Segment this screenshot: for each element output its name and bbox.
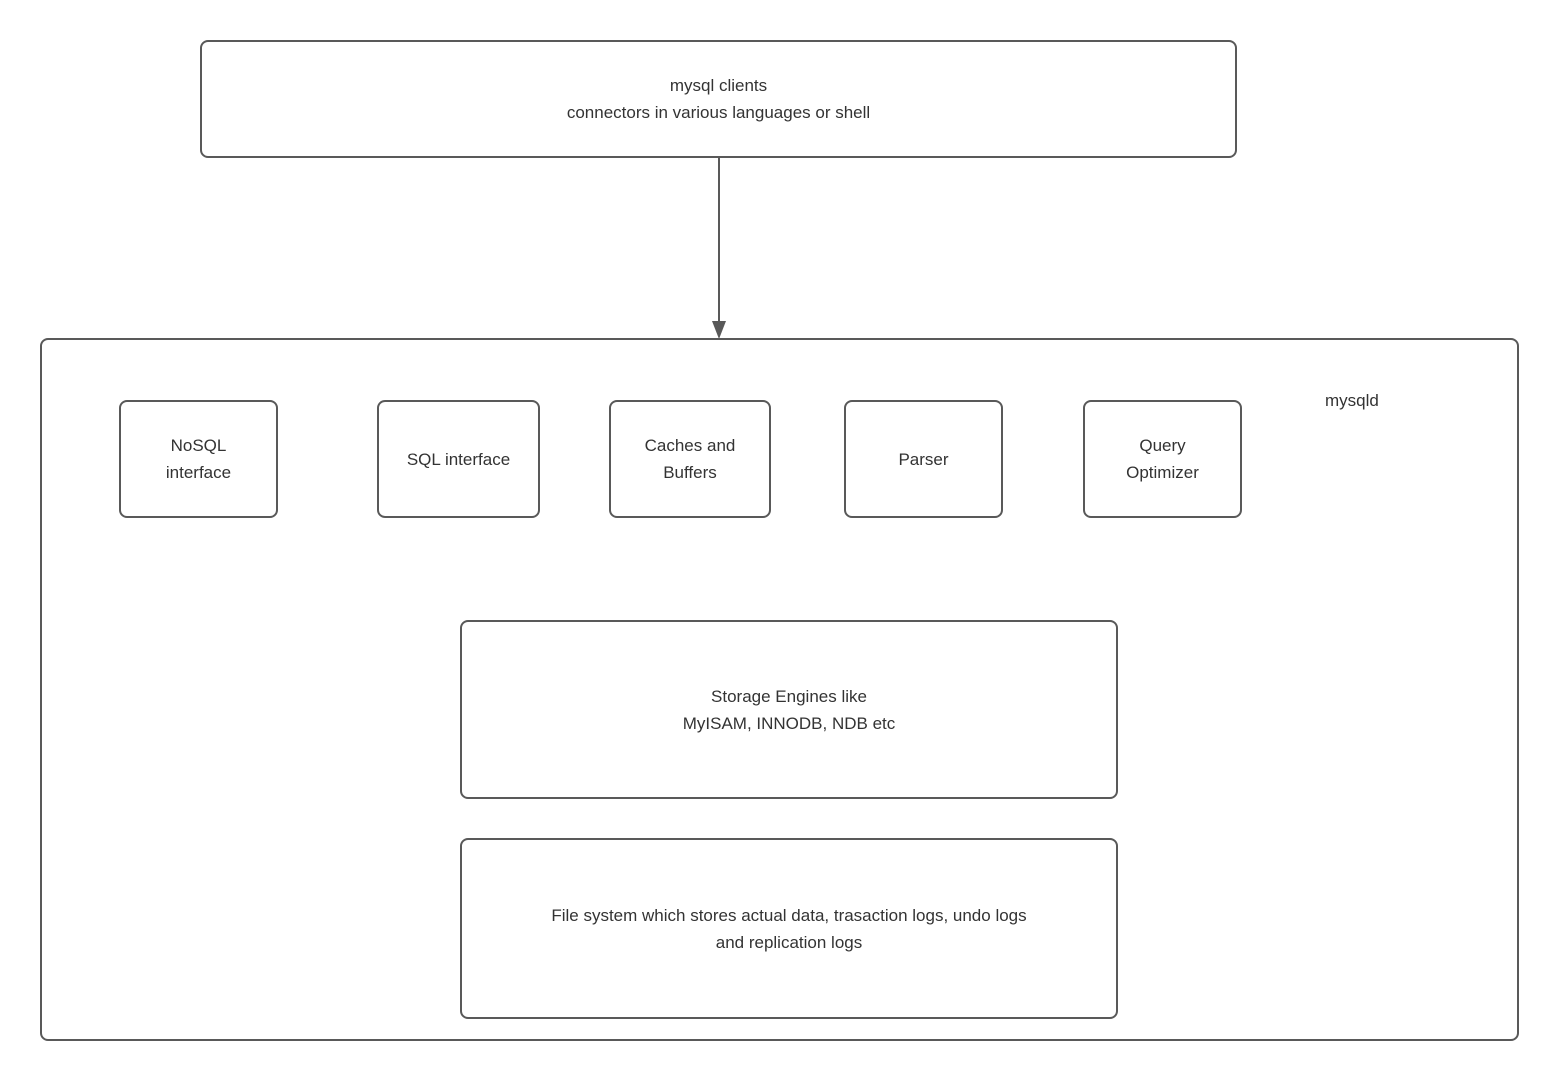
component-box-caches-and-buffers: Caches and Buffers <box>609 400 771 518</box>
file-system-box: File system which stores actual data, tr… <box>460 838 1118 1019</box>
component-label-query-optimizer: Query Optimizer <box>1126 436 1199 482</box>
component-label-nosql-interface: NoSQL interface <box>165 436 232 482</box>
mysqld-label: mysqld <box>1325 391 1379 410</box>
file-system-label: File system which stores actual data, tr… <box>551 905 1027 952</box>
storage-engines-box: Storage Engines like MyISAM, INNODB, NDB… <box>460 620 1118 799</box>
component-label-parser: Parser <box>898 449 949 469</box>
component-box-parser: Parser <box>844 400 1003 518</box>
clients-box: mysql clients connectors in various lang… <box>200 40 1237 158</box>
clients-box-label: mysql clients connectors in various lang… <box>566 76 871 122</box>
component-box-nosql-interface: NoSQL interface <box>119 400 278 518</box>
component-label-sql-interface: SQL interface <box>406 449 511 469</box>
storage-engines-label: Storage Engines like MyISAM, INNODB, NDB… <box>682 686 896 733</box>
component-box-query-optimizer: Query Optimizer <box>1083 400 1242 518</box>
clients-to-mysqld-arrow <box>712 157 726 339</box>
component-box-sql-interface: SQL interface <box>377 400 540 518</box>
component-label-caches-and-buffers: Caches and Buffers <box>644 436 736 482</box>
